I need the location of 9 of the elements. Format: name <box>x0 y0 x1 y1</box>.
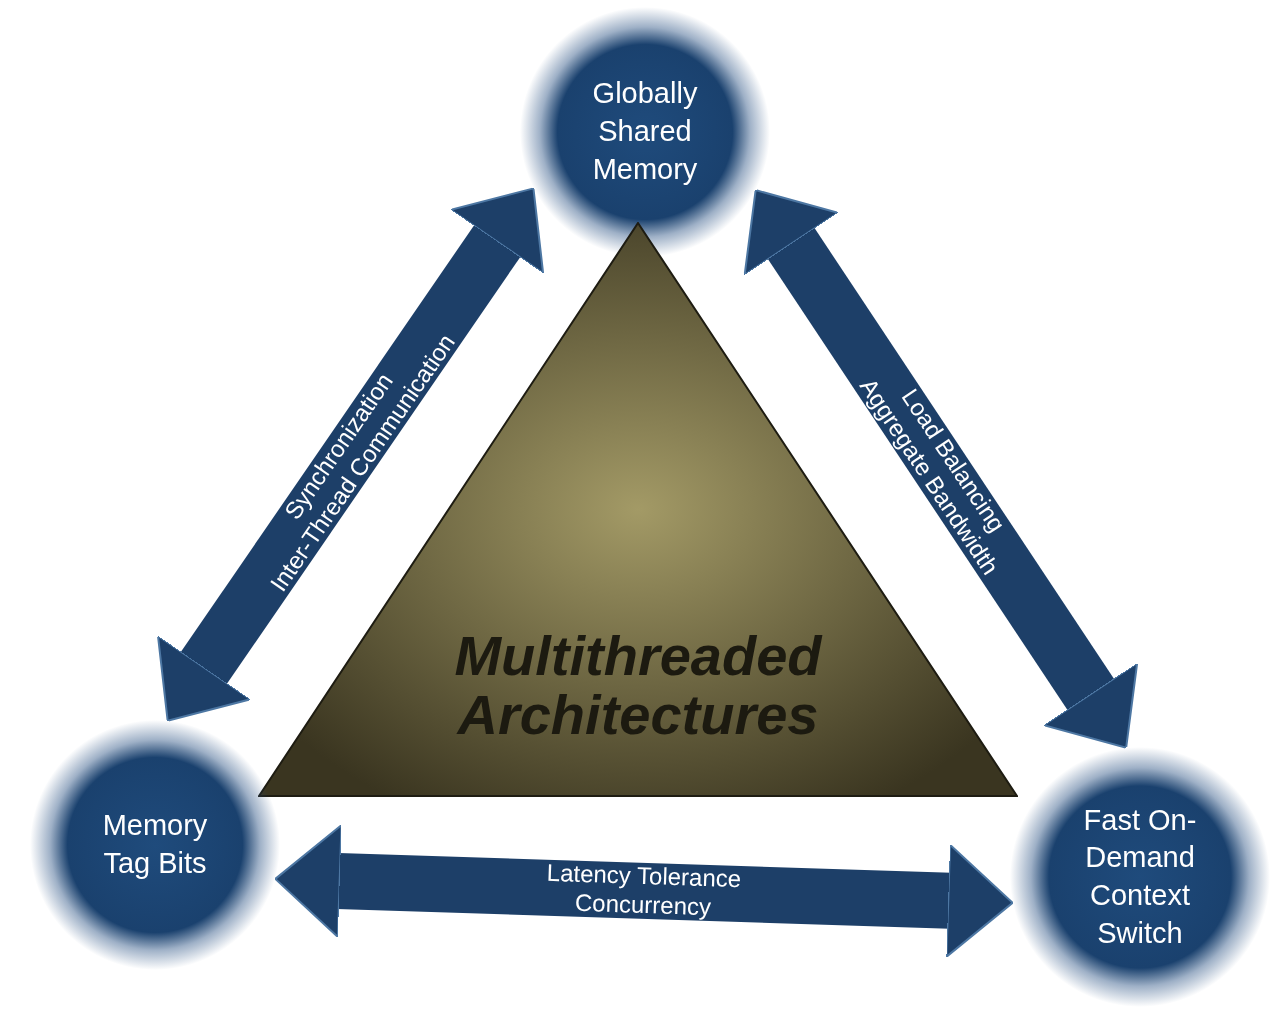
double-arrow <box>274 824 1014 958</box>
node-label: Memory Tag Bits <box>101 808 209 881</box>
node-label: Fast On-Demand Context Switch <box>1082 802 1198 951</box>
double-arrow <box>743 189 1139 749</box>
triangle-node <box>258 222 1018 797</box>
edge-label: Latency Tolerance Concurrency <box>545 858 743 922</box>
node-label: Multithreaded Architectures <box>453 627 824 745</box>
double-arrow <box>157 187 545 722</box>
node-label: Globally Shared Memory <box>591 76 699 187</box>
